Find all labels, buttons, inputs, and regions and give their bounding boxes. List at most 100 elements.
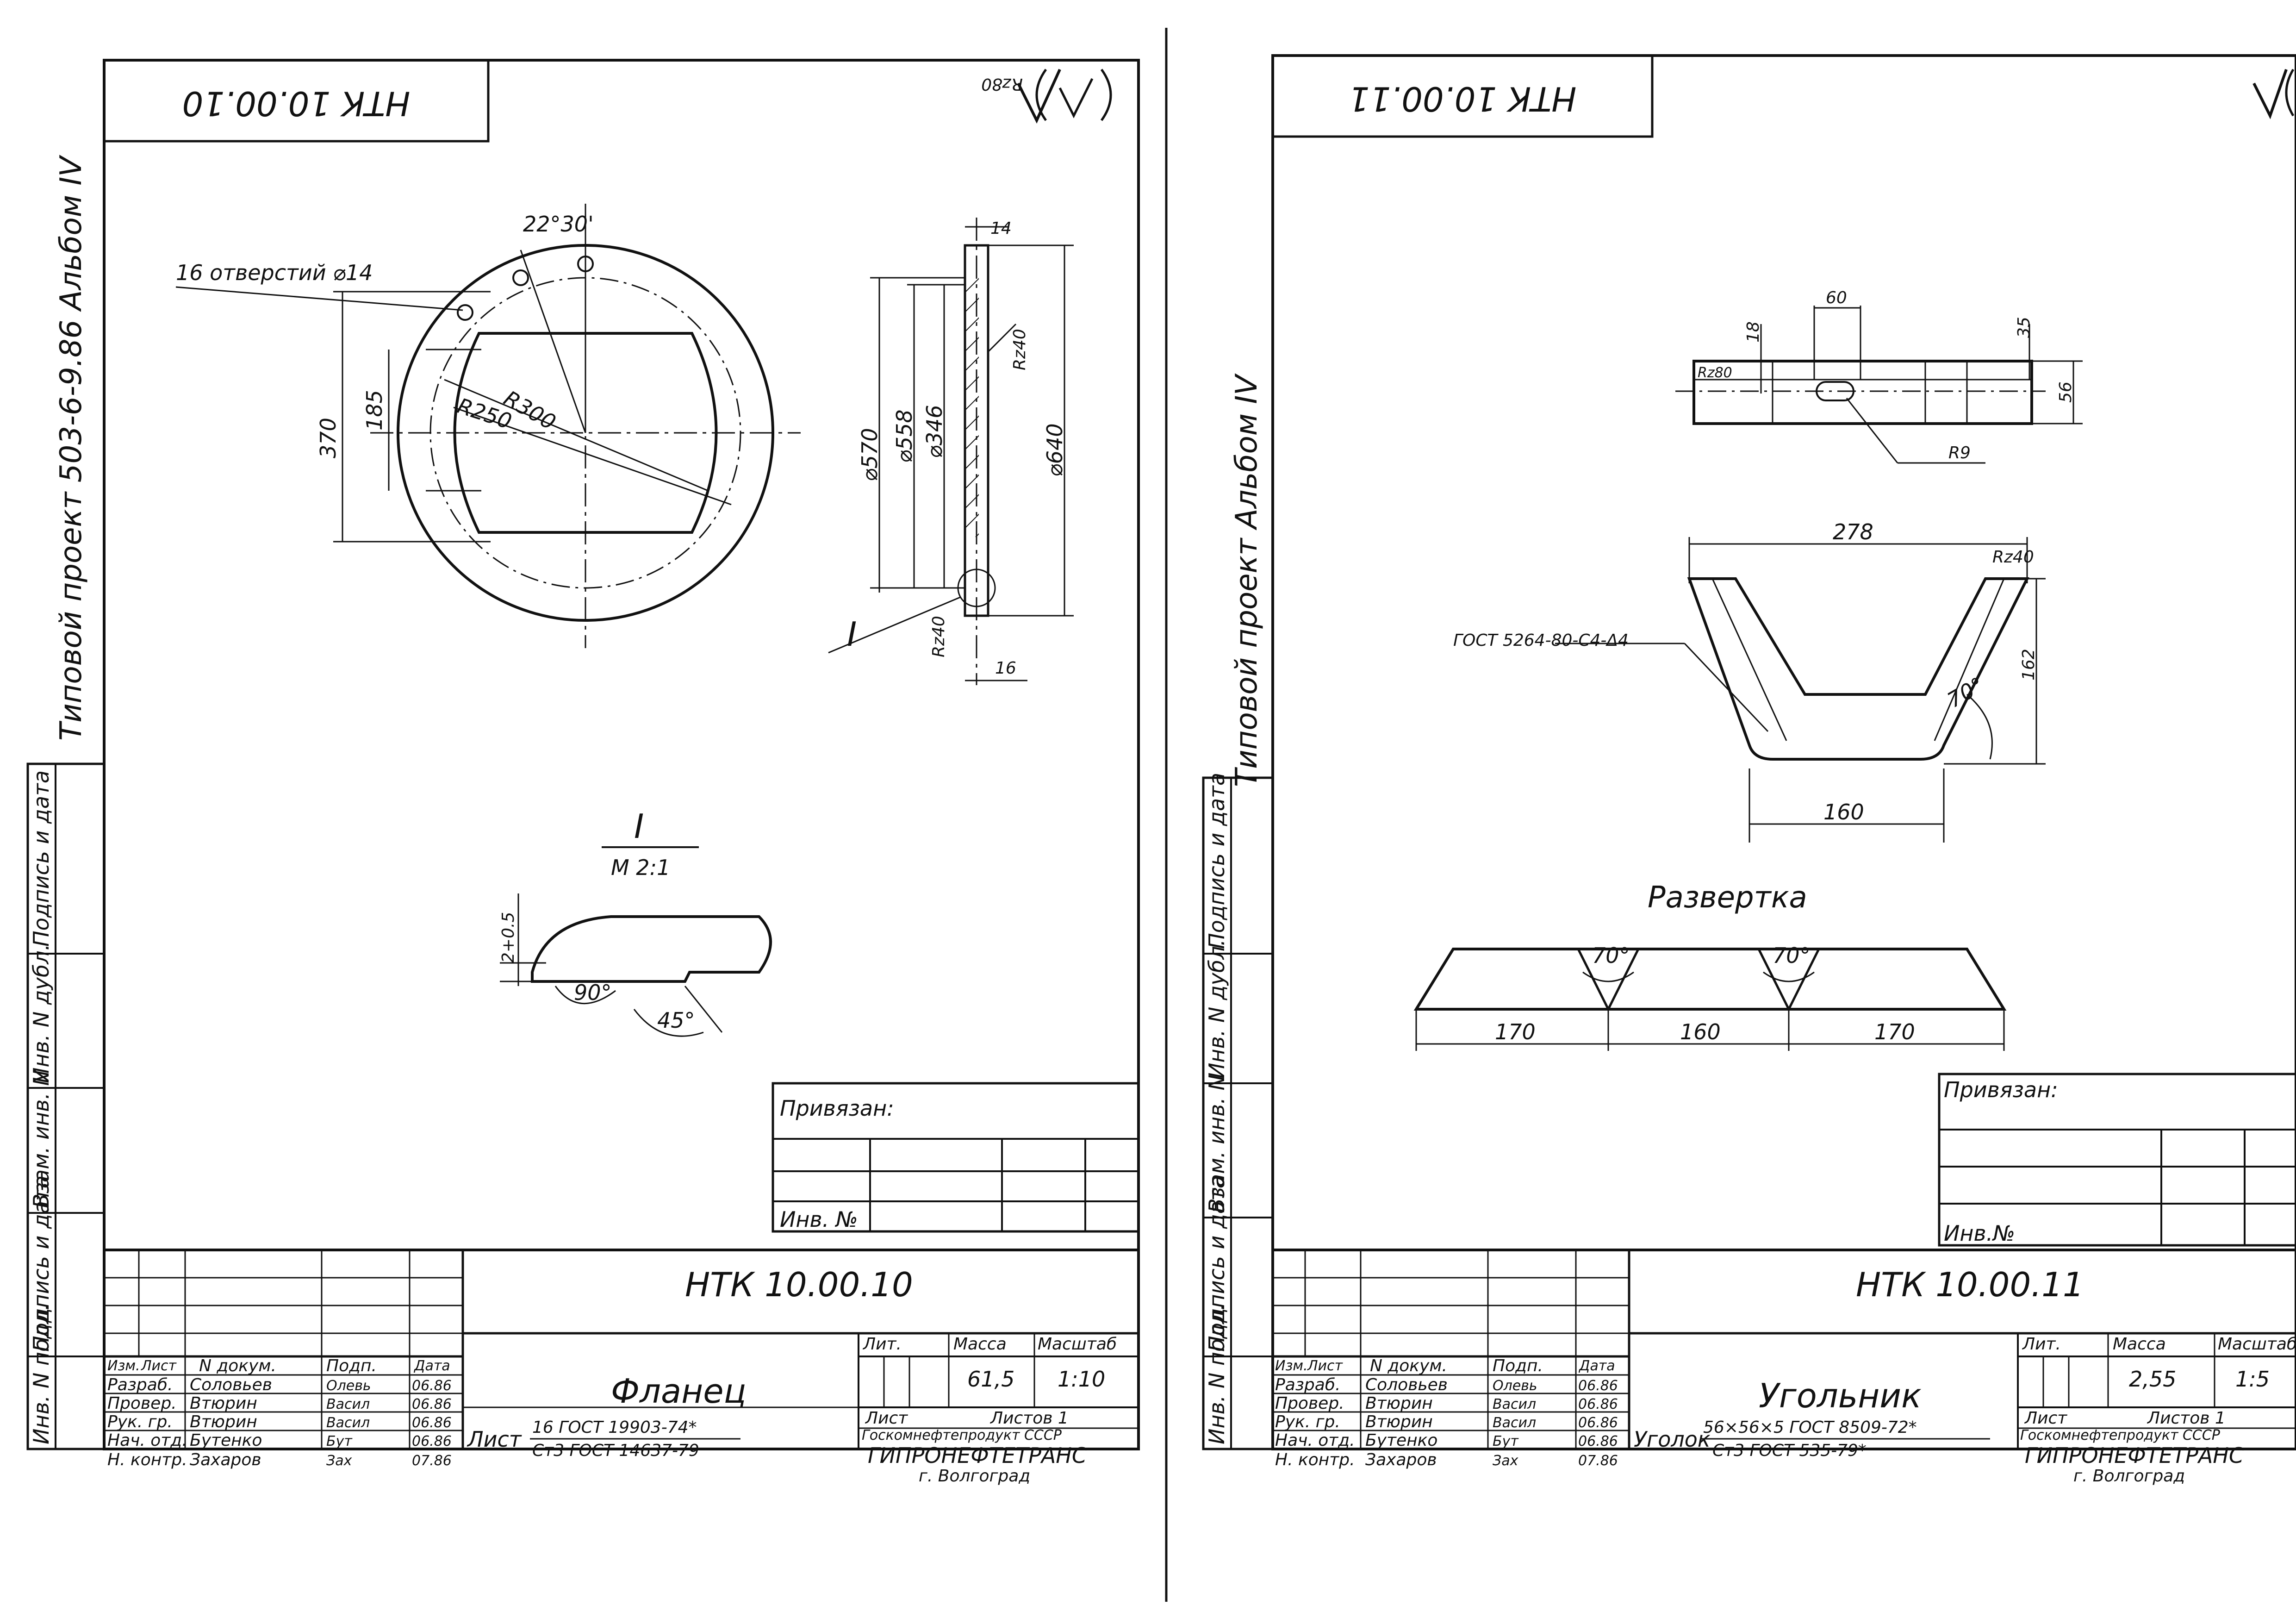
- right-sheet: НТК 10.00.11 Типовой проект Альбом IV По…: [1202, 54, 2296, 1486]
- left-sign-5: Зах: [326, 1453, 352, 1469]
- section-mark: I: [847, 615, 857, 654]
- dim-r-18: 18: [1744, 321, 1763, 343]
- dim-r-60: 60: [1826, 288, 1847, 307]
- left-person-5: Захаров: [190, 1450, 261, 1469]
- right-hdr-list: Лист: [1307, 1358, 1344, 1374]
- left-lit-label: Лит.: [862, 1335, 902, 1354]
- dim-d346: ⌀346: [922, 405, 947, 459]
- left-sign-2: Васил: [326, 1396, 370, 1412]
- left-sign-3: Васил: [326, 1415, 370, 1431]
- right-org-line3: г. Волгоград: [2073, 1467, 2185, 1486]
- right-part-name: Угольник: [1759, 1376, 1922, 1415]
- angle-bent-view: [1555, 537, 2046, 843]
- section-detail: [500, 846, 772, 1037]
- right-hdr-doc: N докум.: [1370, 1356, 1447, 1375]
- right-role-2: Провер.: [1275, 1394, 1344, 1413]
- right-role-1: Разраб.: [1275, 1375, 1340, 1394]
- left-material-line1: 16 ГОСТ 19903-74*: [532, 1418, 697, 1437]
- dim-185: 185: [362, 390, 387, 431]
- section-angle-45: 45°: [657, 1008, 695, 1033]
- angle-top-view: [1675, 306, 2083, 464]
- holes-label: 16 отверстий ⌀14: [176, 260, 373, 285]
- right-stamp-code: НТК 10.00.11: [1349, 79, 1577, 118]
- roughness-check-icon-right: [2252, 69, 2295, 119]
- left-date-2: 06.86: [412, 1396, 452, 1412]
- right-role-3: Рук. гр.: [1275, 1412, 1340, 1431]
- dim-d570: ⌀570: [857, 428, 882, 482]
- dim-rz40-a: Rz40: [1010, 329, 1029, 370]
- unfold-width-3: 170: [1874, 1019, 1915, 1044]
- left-person-2: Втюрин: [190, 1394, 257, 1413]
- dim-d558: ⌀558: [892, 410, 917, 463]
- right-hdr-date: Дата: [1578, 1358, 1615, 1374]
- unfold-width-2: 160: [1680, 1019, 1721, 1044]
- left-sheets-label: Листов 1: [989, 1409, 1069, 1428]
- left-person-3: Втюрин: [190, 1412, 257, 1431]
- right-material-line1: 56×56×5 ГОСТ 8509-72*: [1703, 1418, 1917, 1437]
- right-scale: 1:5: [2235, 1367, 2270, 1392]
- left-inv-no: Инв. №: [780, 1207, 858, 1232]
- left-side-cell-5: Инв. N подл.: [29, 1304, 54, 1444]
- flange-side-view: [828, 218, 1074, 685]
- left-scale: 1:10: [1058, 1367, 1105, 1392]
- right-hdr-izm: Изм.: [1275, 1358, 1308, 1374]
- left-sign-4: Бут: [326, 1433, 353, 1449]
- right-side-cell-2: Инв. N дубл.: [1204, 939, 1229, 1079]
- left-role-5: Н. контр.: [107, 1450, 187, 1469]
- left-side-strip: Подпись и дата Инв. N дубл. Взам. инв. N…: [26, 762, 106, 1450]
- left-mass-label: Масса: [953, 1335, 1007, 1354]
- right-date-2: 06.86: [1578, 1396, 1618, 1412]
- left-org-line3: г. Волгоград: [919, 1467, 1030, 1486]
- dim-r-160: 160: [1823, 800, 1864, 824]
- right-privyazan-box: [1938, 1073, 2296, 1247]
- right-inv-no: Инв.№: [1944, 1221, 2015, 1246]
- dim-t16: 16: [995, 659, 1016, 678]
- roughness-check-icon: [1017, 69, 1112, 124]
- left-date-5: 07.86: [412, 1453, 452, 1469]
- right-person-1: Соловьев: [1365, 1375, 1448, 1394]
- right-person-3: Втюрин: [1365, 1412, 1433, 1431]
- right-date-1: 06.86: [1578, 1378, 1618, 1394]
- left-hdr-list: Лист: [141, 1358, 177, 1374]
- left-person-1: Соловьев: [190, 1375, 272, 1394]
- dim-t14: 14: [990, 219, 1012, 238]
- right-role-5: Н. контр.: [1275, 1450, 1355, 1469]
- left-sheet-label: Лист: [865, 1409, 908, 1428]
- dim-r-r9: R9: [1948, 443, 1971, 462]
- left-title-block: [103, 1249, 1140, 1450]
- right-sign-3: Васил: [1493, 1415, 1536, 1431]
- left-scale-label: Масштаб: [1038, 1335, 1117, 1354]
- right-top-stamp: [1271, 54, 1654, 138]
- left-side-cell-3: Взам. инв. N: [29, 1070, 54, 1208]
- left-role-2: Провер.: [107, 1394, 177, 1413]
- left-org-line1: Госкомнефтепродукт СССР: [862, 1427, 1062, 1443]
- left-album-label: Типовой проект 503-6-9.86 Альбом IV: [54, 155, 88, 741]
- section-scale: M 2:1: [611, 855, 670, 880]
- dim-370: 370: [316, 418, 341, 458]
- right-mass-label: Масса: [2113, 1335, 2166, 1354]
- right-privyazan-label: Привязан:: [1944, 1077, 2058, 1102]
- unfold-view: [1413, 948, 2007, 1051]
- left-hdr-izm: Изм.: [107, 1358, 140, 1374]
- right-person-5: Захаров: [1365, 1450, 1437, 1469]
- left-date-4: 06.86: [412, 1433, 452, 1449]
- right-date-5: 07.86: [1578, 1453, 1618, 1469]
- angle-label: 22°30': [523, 212, 594, 237]
- left-date-1: 06.86: [412, 1378, 452, 1394]
- right-album-label: Типовой проект Альбом IV: [1230, 373, 1264, 787]
- right-lit-label: Лит.: [2022, 1335, 2061, 1354]
- left-part-name: Фланец: [611, 1372, 747, 1411]
- unfold-angle-1: 70°: [1592, 943, 1630, 968]
- right-sign-2: Васил: [1493, 1396, 1536, 1412]
- left-person-4: Бутенко: [190, 1431, 262, 1450]
- left-privyazan-label: Привязан:: [780, 1096, 894, 1121]
- left-side-cell-2: Инв. N дубл.: [29, 944, 54, 1083]
- left-mass: 61,5: [967, 1367, 1014, 1392]
- left-role-3: Рук. гр.: [107, 1412, 173, 1431]
- unfold-width-1: 170: [1495, 1019, 1536, 1044]
- dim-r-35: 35: [2015, 317, 2034, 338]
- left-hdr-podp: Подп.: [326, 1356, 377, 1375]
- right-side-cell-5: Инв. N подл.: [1204, 1304, 1229, 1444]
- right-sheet-label: Лист: [2024, 1409, 2067, 1428]
